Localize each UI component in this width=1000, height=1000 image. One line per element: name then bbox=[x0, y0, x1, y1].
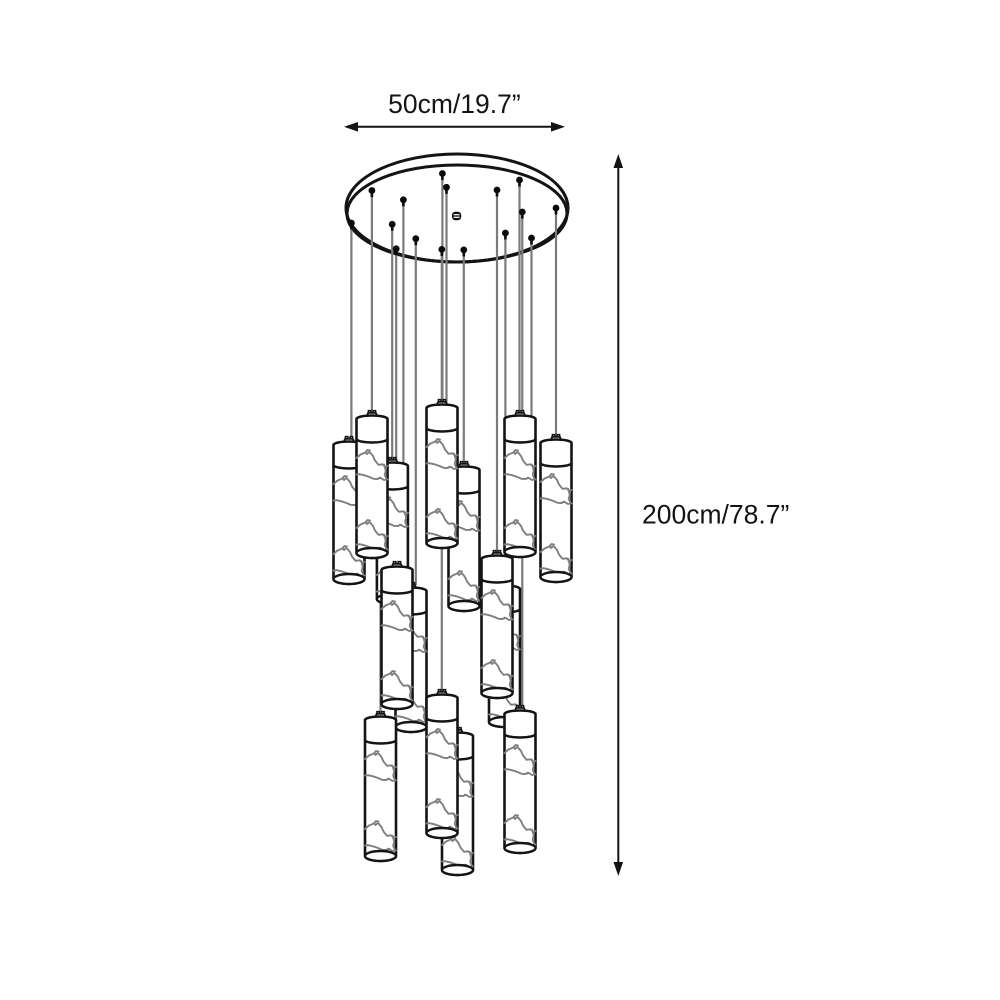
svg-text:200cm/78.7”: 200cm/78.7” bbox=[642, 500, 789, 530]
svg-text:50cm/19.7”: 50cm/19.7” bbox=[388, 89, 521, 119]
